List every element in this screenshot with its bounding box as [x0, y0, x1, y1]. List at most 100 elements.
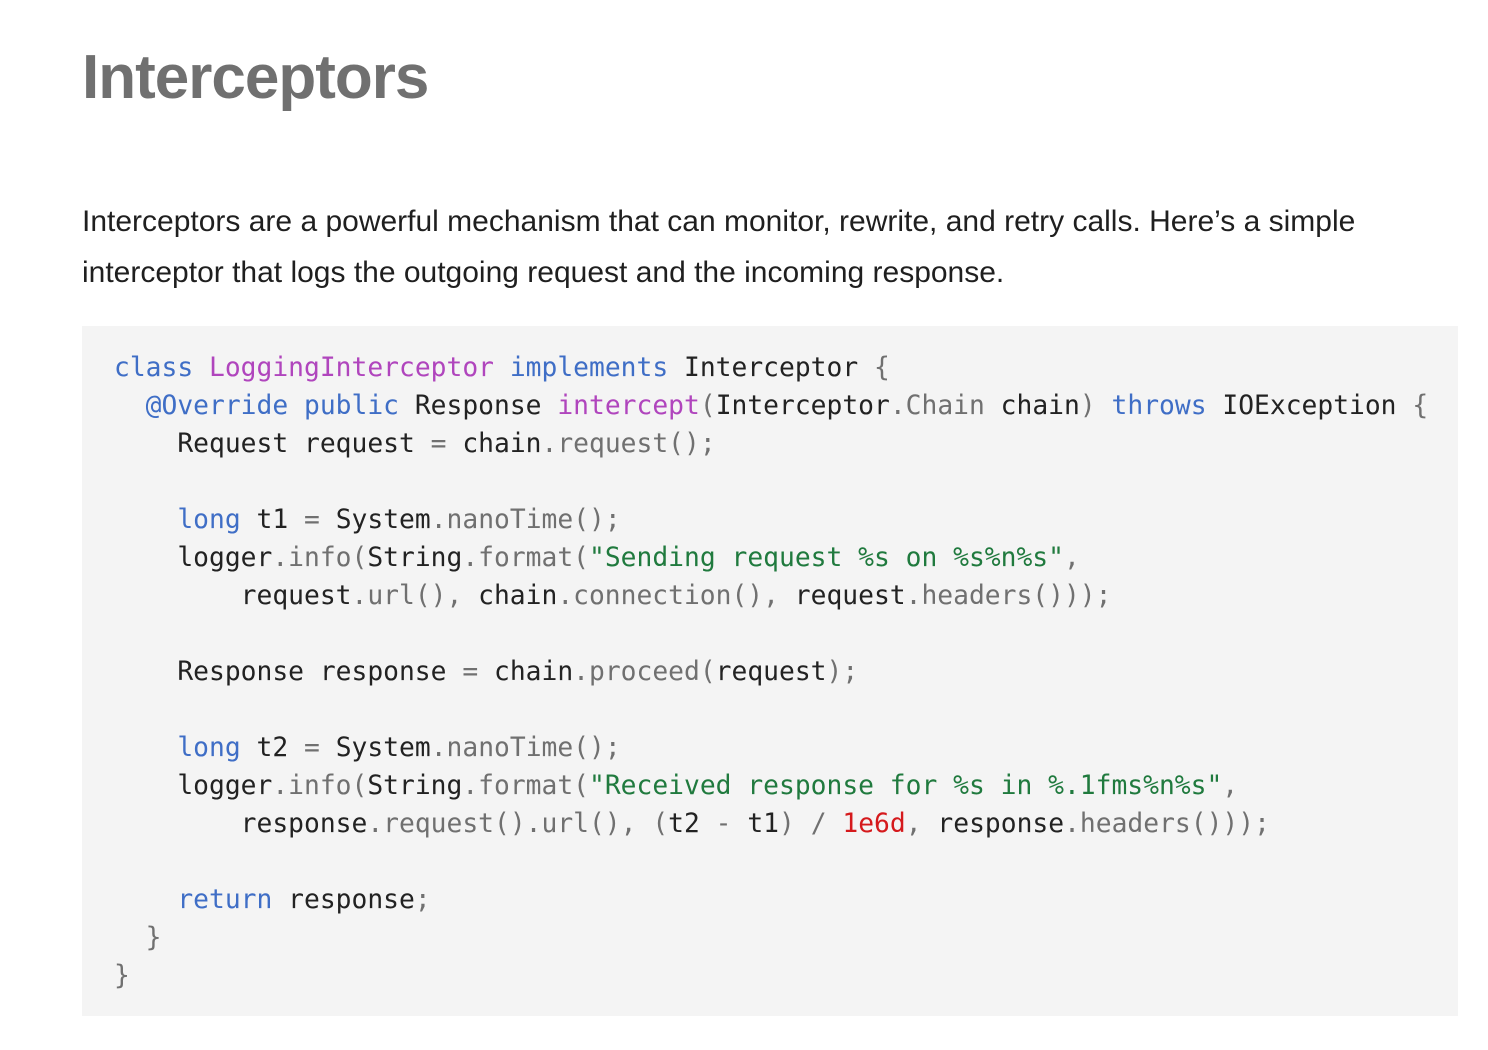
code-punctuation: .request();: [541, 429, 716, 459]
code-text: Interceptor: [668, 353, 874, 383]
code-punctuation: .request().url(),: [367, 809, 637, 839]
code-punctuation: .url(),: [351, 581, 463, 611]
code-line: long t2 = System.nanoTime();: [114, 729, 1428, 767]
code-text: [114, 505, 177, 535]
code-punctuation: ,: [1063, 543, 1080, 573]
code-text: logger: [114, 543, 273, 573]
code-punctuation: }: [145, 923, 162, 953]
intro-paragraph[interactable]: Interceptors are a powerful mechanism th…: [82, 205, 1356, 289]
code-punctuation: {: [874, 353, 890, 383]
code-line: request.url(), chain.connection(), reque…: [114, 577, 1428, 615]
code-punctuation: .format(: [462, 543, 589, 573]
code-block[interactable]: class LoggingInterceptor implements Inte…: [82, 326, 1458, 1016]
code-text: IOException: [1206, 391, 1413, 421]
code-text: Response: [399, 391, 558, 421]
code-text: t2: [668, 809, 716, 839]
code-text: logger: [114, 771, 273, 801]
code-punctuation: ;: [414, 885, 431, 915]
code-line: return response;: [114, 881, 1428, 919]
code-text: Response response: [114, 657, 463, 687]
code-punctuation: .format(: [462, 771, 589, 801]
code-punctuation: =: [430, 429, 447, 459]
code-listing[interactable]: class LoggingInterceptor implements Inte…: [114, 349, 1428, 995]
code-line: logger.info(String.format("Sending reque…: [114, 539, 1428, 577]
code-keyword: throws: [1111, 391, 1207, 421]
code-punctuation: {: [1412, 391, 1429, 421]
code-text: request: [114, 581, 352, 611]
code-punctuation: .connection(),: [557, 581, 779, 611]
code-line: [114, 615, 1428, 653]
code-punctuation: .proceed(: [573, 657, 716, 687]
code-class-name: intercept: [557, 391, 700, 421]
code-text: response: [272, 885, 415, 915]
code-punctuation: (: [652, 809, 669, 839]
code-line: logger.info(String.format("Received resp…: [114, 767, 1428, 805]
code-punctuation: .info(: [272, 543, 368, 573]
code-text: response: [921, 809, 1065, 839]
code-punctuation: -: [715, 809, 732, 839]
code-text: Request request: [114, 429, 431, 459]
code-text: System: [319, 733, 431, 763]
code-text: String: [367, 543, 463, 573]
code-text: [288, 391, 304, 421]
code-text: chain: [478, 657, 574, 687]
code-keyword: long: [177, 733, 241, 763]
code-punctuation: .info(: [272, 771, 368, 801]
code-line: }: [114, 919, 1428, 957]
code-text: [114, 391, 146, 421]
code-text: [636, 809, 652, 839]
code-keyword: return: [177, 885, 273, 915]
code-text: t1: [240, 505, 305, 535]
code-punctuation: =: [304, 733, 320, 763]
code-line: response.request().url(), (t2 - t1) / 1e…: [114, 805, 1428, 843]
code-line: Response response = chain.proceed(reques…: [114, 653, 1428, 691]
code-text: String: [367, 771, 463, 801]
code-line: [114, 691, 1428, 729]
code-punctuation: .Chain: [889, 391, 985, 421]
code-text: chain: [446, 429, 542, 459]
code-text: [494, 353, 510, 383]
code-punctuation: =: [462, 657, 479, 687]
code-punctuation: /: [810, 809, 827, 839]
code-text: [114, 923, 146, 953]
code-text: Interceptor: [715, 391, 890, 421]
code-text: request: [715, 657, 827, 687]
code-text: t1: [731, 809, 780, 839]
code-text: [795, 809, 811, 839]
code-punctuation: ,: [905, 809, 922, 839]
code-punctuation: .headers()));: [905, 581, 1112, 611]
code-line: long t1 = System.nanoTime();: [114, 501, 1428, 539]
code-punctuation: ): [779, 809, 795, 839]
code-keyword: long: [177, 505, 241, 535]
code-punctuation: .headers()));: [1064, 809, 1270, 839]
page-title: Interceptors: [82, 43, 429, 112]
code-line: [114, 843, 1428, 881]
code-punctuation: .nanoTime();: [430, 505, 621, 535]
code-text: chain: [462, 581, 558, 611]
code-text: [1096, 391, 1112, 421]
code-keyword: @Override: [145, 391, 289, 421]
code-text: [114, 733, 177, 763]
code-line: }: [114, 957, 1428, 995]
code-punctuation: =: [304, 505, 320, 535]
code-text: [827, 809, 843, 839]
code-text: System: [319, 505, 431, 535]
code-text: chain: [984, 391, 1080, 421]
code-line: [114, 463, 1428, 501]
code-text: [114, 885, 177, 915]
code-text: request: [778, 581, 906, 611]
code-punctuation: ,: [1222, 771, 1239, 801]
code-string: "Received response for %s in %.1fms%n%s": [589, 771, 1223, 801]
code-punctuation: }: [114, 961, 130, 991]
code-punctuation: );: [826, 657, 859, 687]
code-line: @Override public Response intercept(Inte…: [114, 387, 1429, 425]
code-keyword: public: [304, 391, 400, 421]
code-keyword: class: [114, 353, 194, 383]
code-punctuation: ): [1079, 391, 1096, 421]
code-line: class LoggingInterceptor implements Inte…: [114, 349, 1428, 387]
code-punctuation: .nanoTime();: [430, 733, 621, 763]
code-line: Request request = chain.request();: [114, 425, 1428, 463]
code-string: "Sending request %s on %s%n%s": [589, 543, 1064, 573]
code-text: response: [114, 809, 368, 839]
code-text: t2: [240, 733, 305, 763]
